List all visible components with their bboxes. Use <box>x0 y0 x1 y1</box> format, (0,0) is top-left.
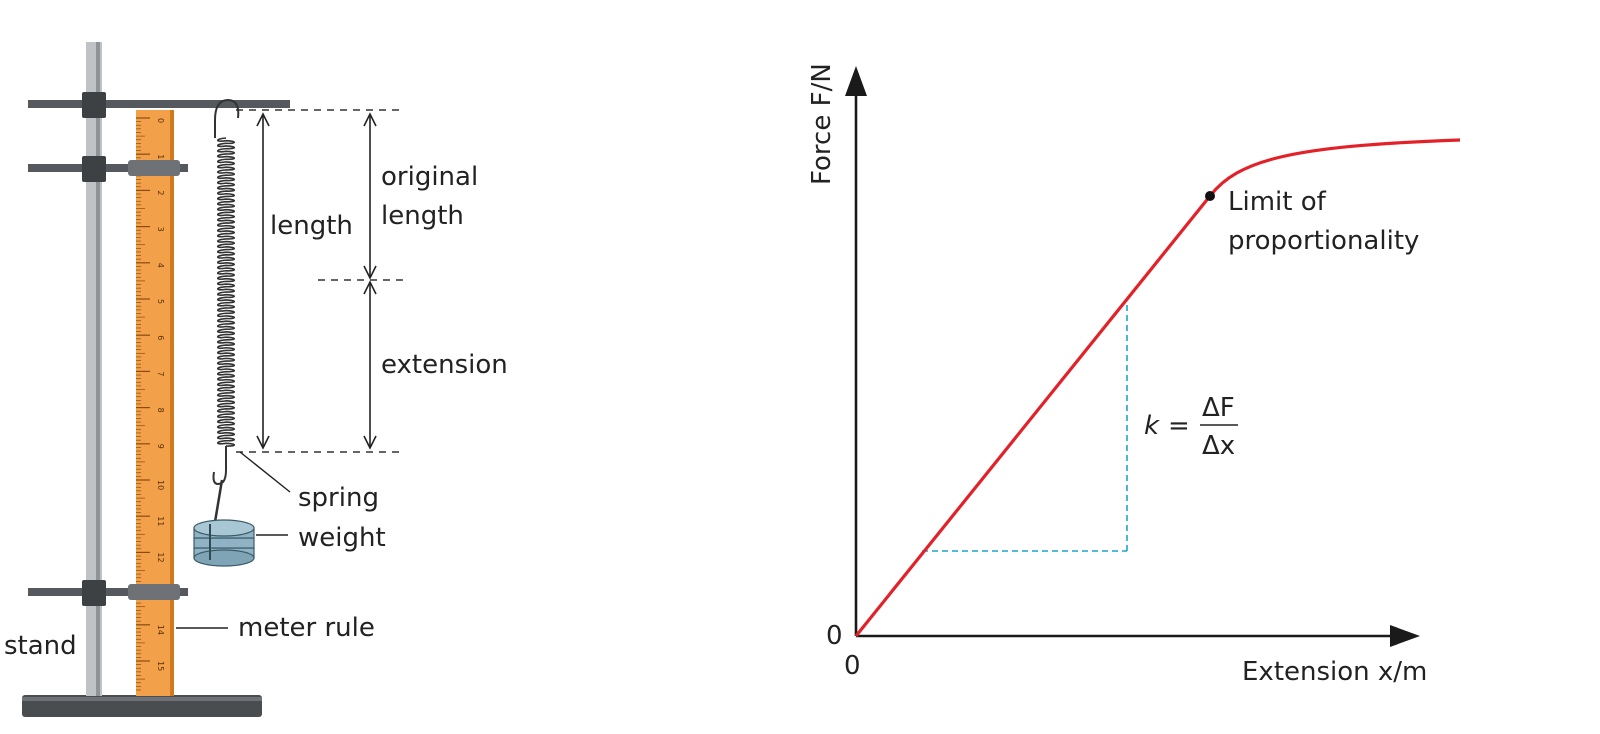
y-axis-label: Force F/N <box>807 63 837 185</box>
limit-of-proportionality-label-2: proportionality <box>1228 226 1419 256</box>
gradient-triangle <box>922 298 1128 552</box>
original-length-label-1: original <box>381 162 478 192</box>
weight-label: weight <box>298 523 386 553</box>
meter-rule-number: 2 <box>156 190 165 195</box>
formula-equals: = <box>1168 411 1190 441</box>
meter-rule-edge <box>170 110 174 696</box>
stand-rod-shade <box>96 42 100 696</box>
x-origin-label: 0 <box>844 651 861 681</box>
spring-label: spring <box>298 483 379 513</box>
spring-leader-line <box>239 451 291 493</box>
meter-rule-label: meter rule <box>238 613 375 643</box>
middle-clamp-arm <box>28 164 188 172</box>
middle-boss <box>82 156 106 182</box>
formula-k: k <box>1144 411 1160 441</box>
formula-numerator: ΔF <box>1202 393 1235 423</box>
lower-boss <box>82 580 106 606</box>
meter-rule-number: 14 <box>156 625 165 635</box>
meter-rule-ticks <box>136 117 150 691</box>
spring-top-hook <box>214 98 240 138</box>
meter-rule-number: 4 <box>156 263 165 268</box>
meter-rule-number: 8 <box>156 408 165 413</box>
meter-rule-number: 5 <box>156 299 165 304</box>
top-boss <box>82 92 106 118</box>
lower-clamp-arm <box>28 588 188 596</box>
meter-rule-number: 3 <box>156 227 165 232</box>
formula-denominator: Δx <box>1202 431 1235 461</box>
apparatus: 0123456789101112131415 <box>4 42 508 717</box>
meter-rule <box>136 110 174 696</box>
extension-label: extension <box>381 350 508 380</box>
meter-rule-number: 12 <box>156 552 165 562</box>
force-extension-curve <box>854 138 1461 638</box>
meter-rule-number: 9 <box>156 444 165 449</box>
spring-bottom-hook <box>212 446 227 486</box>
middle-rule-holder <box>128 160 180 176</box>
length-arrow <box>256 112 270 450</box>
y-axis-arrowhead <box>845 66 867 96</box>
y-origin-label: 0 <box>826 621 843 651</box>
spring-icon <box>216 137 236 447</box>
meter-rule-number: 11 <box>156 516 165 526</box>
meter-rule-number: 6 <box>156 335 165 340</box>
meter-rule-number: 15 <box>156 661 165 671</box>
lower-rule-holder <box>128 584 180 600</box>
x-axis-arrowhead <box>1390 625 1420 647</box>
stand-base-highlight <box>22 697 262 701</box>
meter-rule-number: 1 <box>156 154 165 159</box>
original-length-arrow <box>363 112 377 280</box>
meter-rule-number: 7 <box>156 371 165 376</box>
limit-of-proportionality-label-1: Limit of <box>1228 187 1327 217</box>
spring-constant-formula: k = ΔF Δx <box>1144 393 1238 461</box>
meter-rule-number: 0 <box>156 118 165 123</box>
original-length-label-2: length <box>381 201 464 231</box>
top-clamp-arm <box>28 100 290 108</box>
length-label: length <box>270 211 353 241</box>
stand-label: stand <box>4 631 77 661</box>
force-extension-graph: Force F/N Extension x/m 0 0 Limit of pro… <box>807 63 1461 687</box>
meter-rule-number: 10 <box>156 480 165 490</box>
x-axis-label: Extension x/m <box>1242 657 1427 687</box>
weight-icon <box>193 519 255 567</box>
limit-of-proportionality-point <box>1205 191 1215 201</box>
extension-arrow <box>363 280 377 450</box>
